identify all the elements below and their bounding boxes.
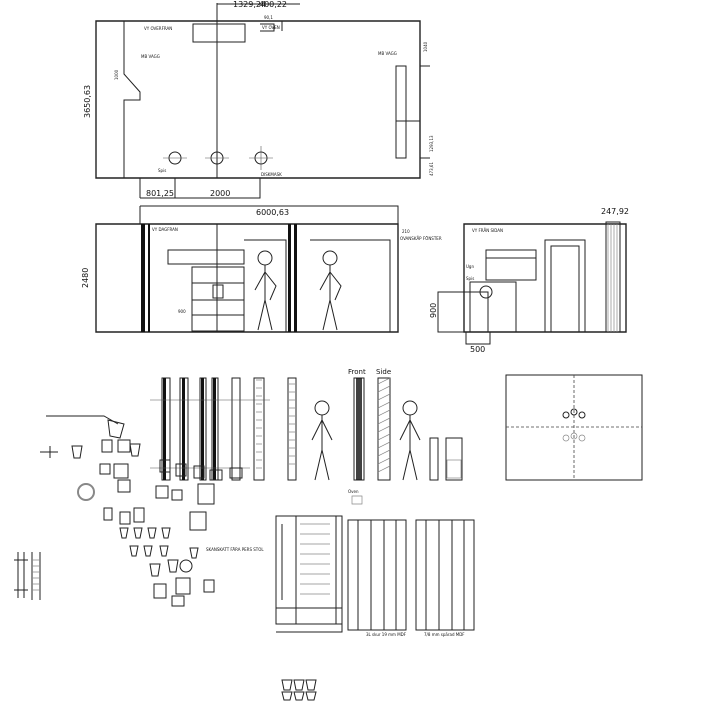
plan-dim-right-top: 1040 bbox=[423, 41, 428, 52]
side-label-view: VY FRÅN SIDAN bbox=[472, 228, 503, 233]
plan-right-wall-opening bbox=[395, 65, 407, 159]
human-figure-detail-left bbox=[311, 400, 333, 481]
side-dim-height: 900 bbox=[429, 303, 438, 318]
side-dim-top: 247,92 bbox=[601, 207, 629, 216]
tile-layout-grid bbox=[505, 374, 643, 481]
wine-rack-cabinet: 3L skur 19 mm MDF 7/8 mm spärad MDF bbox=[275, 515, 475, 637]
front-label-view: VY DAGFRAN bbox=[152, 227, 178, 232]
front-elevation-outline bbox=[95, 223, 399, 333]
plan-outline bbox=[95, 20, 421, 179]
plan-dim-left-total: 3650,63 bbox=[83, 85, 92, 118]
plan-cabinet bbox=[192, 23, 246, 43]
plan-left-wall bbox=[123, 21, 141, 178]
label-mdf-left: 3L skur 19 mm MDF bbox=[366, 632, 407, 637]
plan-label-overhead: VY OVERFRAN bbox=[144, 26, 172, 31]
plan-small-dim: 90,1 bbox=[264, 15, 273, 20]
plan-label-dishwasher: DISKMASK bbox=[261, 172, 282, 177]
floor-plan: 1329,24 400,22 90,1 VY OVERFRAN VY OVEN … bbox=[83, 0, 434, 199]
human-figure-left bbox=[254, 250, 277, 331]
plan-dim-bottom-left: 801,25 bbox=[146, 189, 174, 198]
plan-dim-top-left: 1329,24 bbox=[233, 0, 266, 9]
plan-dim-right-mid: 1293,13 bbox=[429, 135, 434, 152]
side-label-oven: Ugn bbox=[466, 264, 474, 269]
chair-row-bottom bbox=[281, 679, 317, 701]
plan-label-wall-left: MB VAGG bbox=[141, 54, 160, 59]
label-side: Side bbox=[376, 368, 391, 376]
side-elevation: 247,92 VY FRÅN SIDAN Spis Ugn 900 500 bbox=[429, 207, 629, 354]
front-dim-height: 2480 bbox=[81, 268, 90, 288]
label-chairs: SKANSKATT FÄRA PERS STOL bbox=[206, 547, 264, 552]
side-elevation-outline bbox=[463, 223, 627, 333]
side-label-cooker: Spis bbox=[466, 276, 474, 281]
plan-dim-left-inner: 1000 bbox=[114, 69, 119, 80]
column-details bbox=[150, 377, 297, 481]
plan-label-oven: VY OVEN bbox=[262, 25, 280, 30]
front-upper-cabinet bbox=[167, 249, 245, 265]
front-dim-counter: 900 bbox=[178, 309, 186, 314]
front-dim-width: 6000,63 bbox=[256, 208, 289, 217]
label-front: Front bbox=[348, 368, 366, 376]
plan-dim-right-bottom: 473,61 bbox=[429, 162, 434, 176]
fixture-parts-cluster: SKANSKATT FÄRA PERS STOL bbox=[14, 415, 264, 607]
front-label-window: OVANSKÅP FÖNSTER bbox=[400, 236, 442, 241]
front-side-views: Front Side Oven bbox=[311, 368, 463, 505]
human-figure-right bbox=[319, 250, 342, 331]
plan-dim-top-right: 400,22 bbox=[259, 0, 287, 9]
plan-label-wall-right: MB VAGG bbox=[378, 51, 397, 56]
label-oven-detail: Oven bbox=[348, 489, 359, 494]
front-dim-side: 210 bbox=[402, 229, 410, 234]
label-mdf-right: 7/8 mm spärad MDF bbox=[424, 632, 465, 637]
plan-label-cooker: Spis bbox=[158, 168, 166, 173]
human-figure-detail-right bbox=[399, 400, 421, 481]
plan-dim-bottom-mid: 2000 bbox=[210, 189, 230, 198]
front-lower-cabinet bbox=[191, 266, 245, 332]
side-dim-depth: 500 bbox=[470, 345, 485, 354]
side-oven-unit bbox=[485, 249, 537, 281]
side-tall-panel bbox=[605, 221, 621, 333]
front-elevation: 6000,63 2480 900 210 VY DAGFRAN OVANSKÅP… bbox=[81, 205, 442, 333]
